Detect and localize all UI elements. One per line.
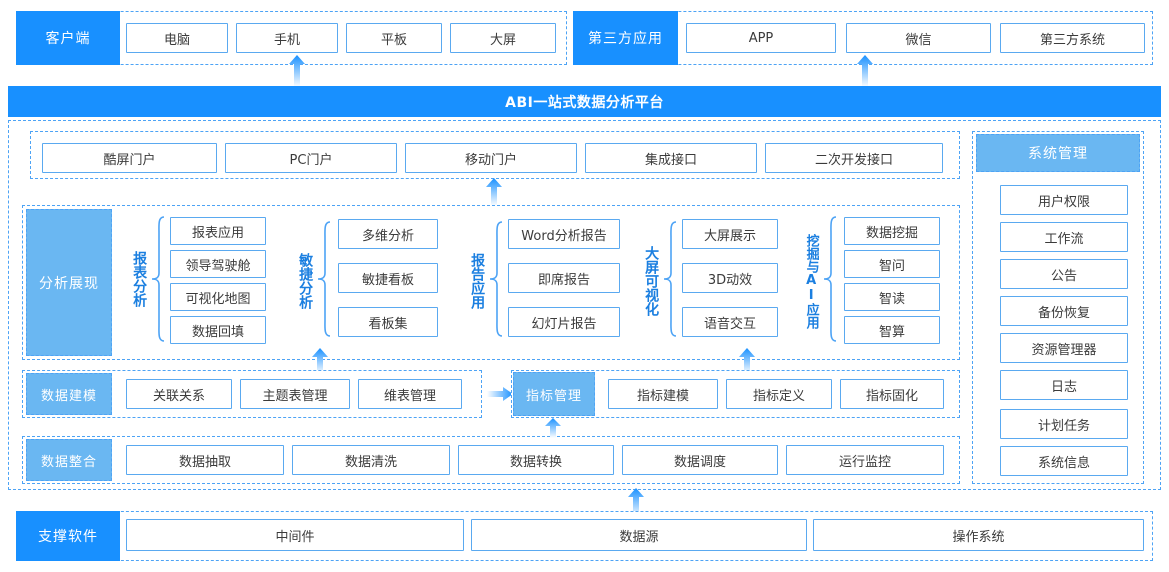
sysmgmt-item-2[interactable]: 公告 — [1000, 259, 1128, 289]
analysis-group-2-item-2[interactable]: 幻灯片报告 — [508, 307, 620, 337]
integration-label-text: 数据整合 — [40, 454, 97, 470]
analysis-group-3-item-2[interactable]: 语音交互 — [682, 307, 778, 337]
curly-brace-icon-2 — [488, 220, 504, 338]
client-item-0[interactable]: 电脑 — [126, 23, 228, 53]
right-arrow-icon-modeling — [487, 386, 513, 402]
sysmgmt-section-label: 系统管理 — [976, 134, 1140, 172]
analysis-group-1-item-2[interactable]: 看板集 — [338, 307, 438, 337]
analysis-group-1-item-0[interactable]: 多维分析 — [338, 219, 438, 249]
portal-item-1[interactable]: PC门户 — [225, 143, 397, 173]
portal-item-3-label: 集成接口 — [644, 152, 697, 168]
client-item-2-label: 平板 — [380, 32, 407, 48]
support-section-label: 支撑软件 — [16, 511, 120, 561]
client-item-2[interactable]: 平板 — [346, 23, 442, 53]
support-item-0[interactable]: 中间件 — [126, 519, 464, 551]
client-item-3-label: 大屏 — [489, 32, 516, 48]
metric-label-text: 指标管理 — [525, 388, 582, 404]
portal-item-3[interactable]: 集成接口 — [585, 143, 757, 173]
analysis-group-0-item-1[interactable]: 领导驾驶舱 — [170, 250, 266, 278]
sysmgmt-item-7[interactable]: 系统信息 — [1000, 446, 1128, 476]
up-arrow-icon-analysis-right — [738, 348, 756, 374]
sysmgmt-item-6[interactable]: 计划任务 — [1000, 409, 1128, 439]
client-label-text: 客户端 — [45, 31, 91, 47]
analysis-section-label: 分析展现 — [26, 209, 112, 356]
modeling-item-0[interactable]: 关联关系 — [126, 379, 232, 409]
sysmgmt-item-0[interactable]: 用户权限 — [1000, 185, 1128, 215]
portal-item-2[interactable]: 移动门户 — [405, 143, 577, 173]
portal-item-1-label: PC门户 — [289, 152, 333, 168]
curly-brace-icon-3 — [662, 220, 678, 338]
modeling-section-label: 数据建模 — [26, 373, 112, 415]
curly-brace-icon-1 — [316, 220, 332, 338]
up-arrow-icon-client — [288, 55, 306, 87]
curly-brace-icon-0 — [150, 215, 166, 343]
metric-item-0[interactable]: 指标建模 — [608, 379, 718, 409]
client-item-1[interactable]: 手机 — [236, 23, 338, 53]
analysis-group-1-title: 敏捷分析 — [297, 253, 314, 309]
sysmgmt-item-5[interactable]: 日志 — [1000, 370, 1128, 400]
up-arrow-icon-metric — [544, 418, 562, 438]
thirdparty-item-0[interactable]: APP — [686, 23, 836, 53]
analysis-group-3-title: 大屏可视化 — [643, 246, 660, 316]
portal-item-0[interactable]: 酷屏门户 — [42, 143, 217, 173]
analysis-group-4-title: 挖掘与AI应用 — [803, 233, 819, 329]
integration-item-2[interactable]: 数据转换 — [458, 445, 614, 475]
analysis-group-0-item-0[interactable]: 报表应用 — [170, 217, 266, 245]
up-arrow-icon-thirdparty — [856, 55, 874, 87]
analysis-group-4-item-3[interactable]: 智算 — [844, 316, 940, 344]
analysis-group-1-item-1[interactable]: 敏捷看板 — [338, 263, 438, 293]
analysis-group-0-item-2[interactable]: 可视化地图 — [170, 283, 266, 311]
sysmgmt-item-1[interactable]: 工作流 — [1000, 222, 1128, 252]
metric-item-1[interactable]: 指标定义 — [726, 379, 832, 409]
thirdparty-item-1-label: 微信 — [905, 32, 932, 48]
integration-item-3[interactable]: 数据调度 — [622, 445, 778, 475]
modeling-label-text: 数据建模 — [40, 388, 97, 404]
support-item-1[interactable]: 数据源 — [471, 519, 807, 551]
thirdparty-section-label: 第三方应用 — [573, 11, 678, 65]
integration-item-1[interactable]: 数据清洗 — [292, 445, 450, 475]
thirdparty-label-text: 第三方应用 — [588, 31, 663, 47]
thirdparty-item-1[interactable]: 微信 — [846, 23, 991, 53]
thirdparty-item-0-label: APP — [748, 30, 774, 46]
metric-item-2[interactable]: 指标固化 — [840, 379, 944, 409]
up-arrow-icon-portal — [485, 178, 503, 206]
curly-brace-icon-4 — [822, 215, 838, 343]
analysis-group-0-title: 报表分析 — [131, 251, 148, 307]
analysis-group-2-item-1[interactable]: 即席报告 — [508, 263, 620, 293]
analysis-group-4-item-0[interactable]: 数据挖掘 — [844, 217, 940, 245]
analysis-group-2-item-0[interactable]: Word分析报告 — [508, 219, 620, 249]
client-item-1-label: 手机 — [273, 32, 300, 48]
thirdparty-item-2[interactable]: 第三方系统 — [1000, 23, 1145, 53]
support-item-2[interactable]: 操作系统 — [813, 519, 1144, 551]
support-label-text: 支撑软件 — [38, 529, 98, 545]
integration-item-4[interactable]: 运行监控 — [786, 445, 944, 475]
client-item-0-label: 电脑 — [163, 32, 190, 48]
page-title: ABI一站式数据分析平台 — [505, 94, 664, 111]
thirdparty-item-2-label: 第三方系统 — [1039, 32, 1105, 48]
sysmgmt-item-3[interactable]: 备份恢复 — [1000, 296, 1128, 326]
portal-item-4[interactable]: 二次开发接口 — [765, 143, 943, 173]
sysmgmt-label-text: 系统管理 — [1028, 146, 1088, 162]
analysis-group-3-item-1[interactable]: 3D动效 — [682, 263, 778, 293]
analysis-label-text: 分析展现 — [39, 275, 99, 292]
modeling-item-1[interactable]: 主题表管理 — [240, 379, 350, 409]
integration-item-0[interactable]: 数据抽取 — [126, 445, 284, 475]
up-arrow-icon-support — [627, 488, 645, 518]
platform-title-bar: ABI一站式数据分析平台 — [8, 86, 1161, 117]
sysmgmt-item-4[interactable]: 资源管理器 — [1000, 333, 1128, 363]
integration-section-label: 数据整合 — [26, 439, 112, 481]
analysis-group-0-item-3[interactable]: 数据回填 — [170, 316, 266, 344]
client-section-label: 客户端 — [16, 11, 120, 65]
analysis-group-2-title: 报告应用 — [469, 253, 486, 309]
portal-item-4-label: 二次开发接口 — [814, 152, 893, 168]
analysis-group-3-item-0[interactable]: 大屏展示 — [682, 219, 778, 249]
portal-item-0-label: 酷屏门户 — [103, 152, 156, 168]
client-item-3[interactable]: 大屏 — [450, 23, 556, 53]
analysis-group-4-item-1[interactable]: 智问 — [844, 250, 940, 278]
metric-section-label: 指标管理 — [513, 372, 595, 416]
analysis-group-4-item-2[interactable]: 智读 — [844, 283, 940, 311]
portal-item-2-label: 移动门户 — [464, 152, 517, 168]
modeling-item-2[interactable]: 维表管理 — [358, 379, 462, 409]
up-arrow-icon-analysis-left — [311, 348, 329, 374]
